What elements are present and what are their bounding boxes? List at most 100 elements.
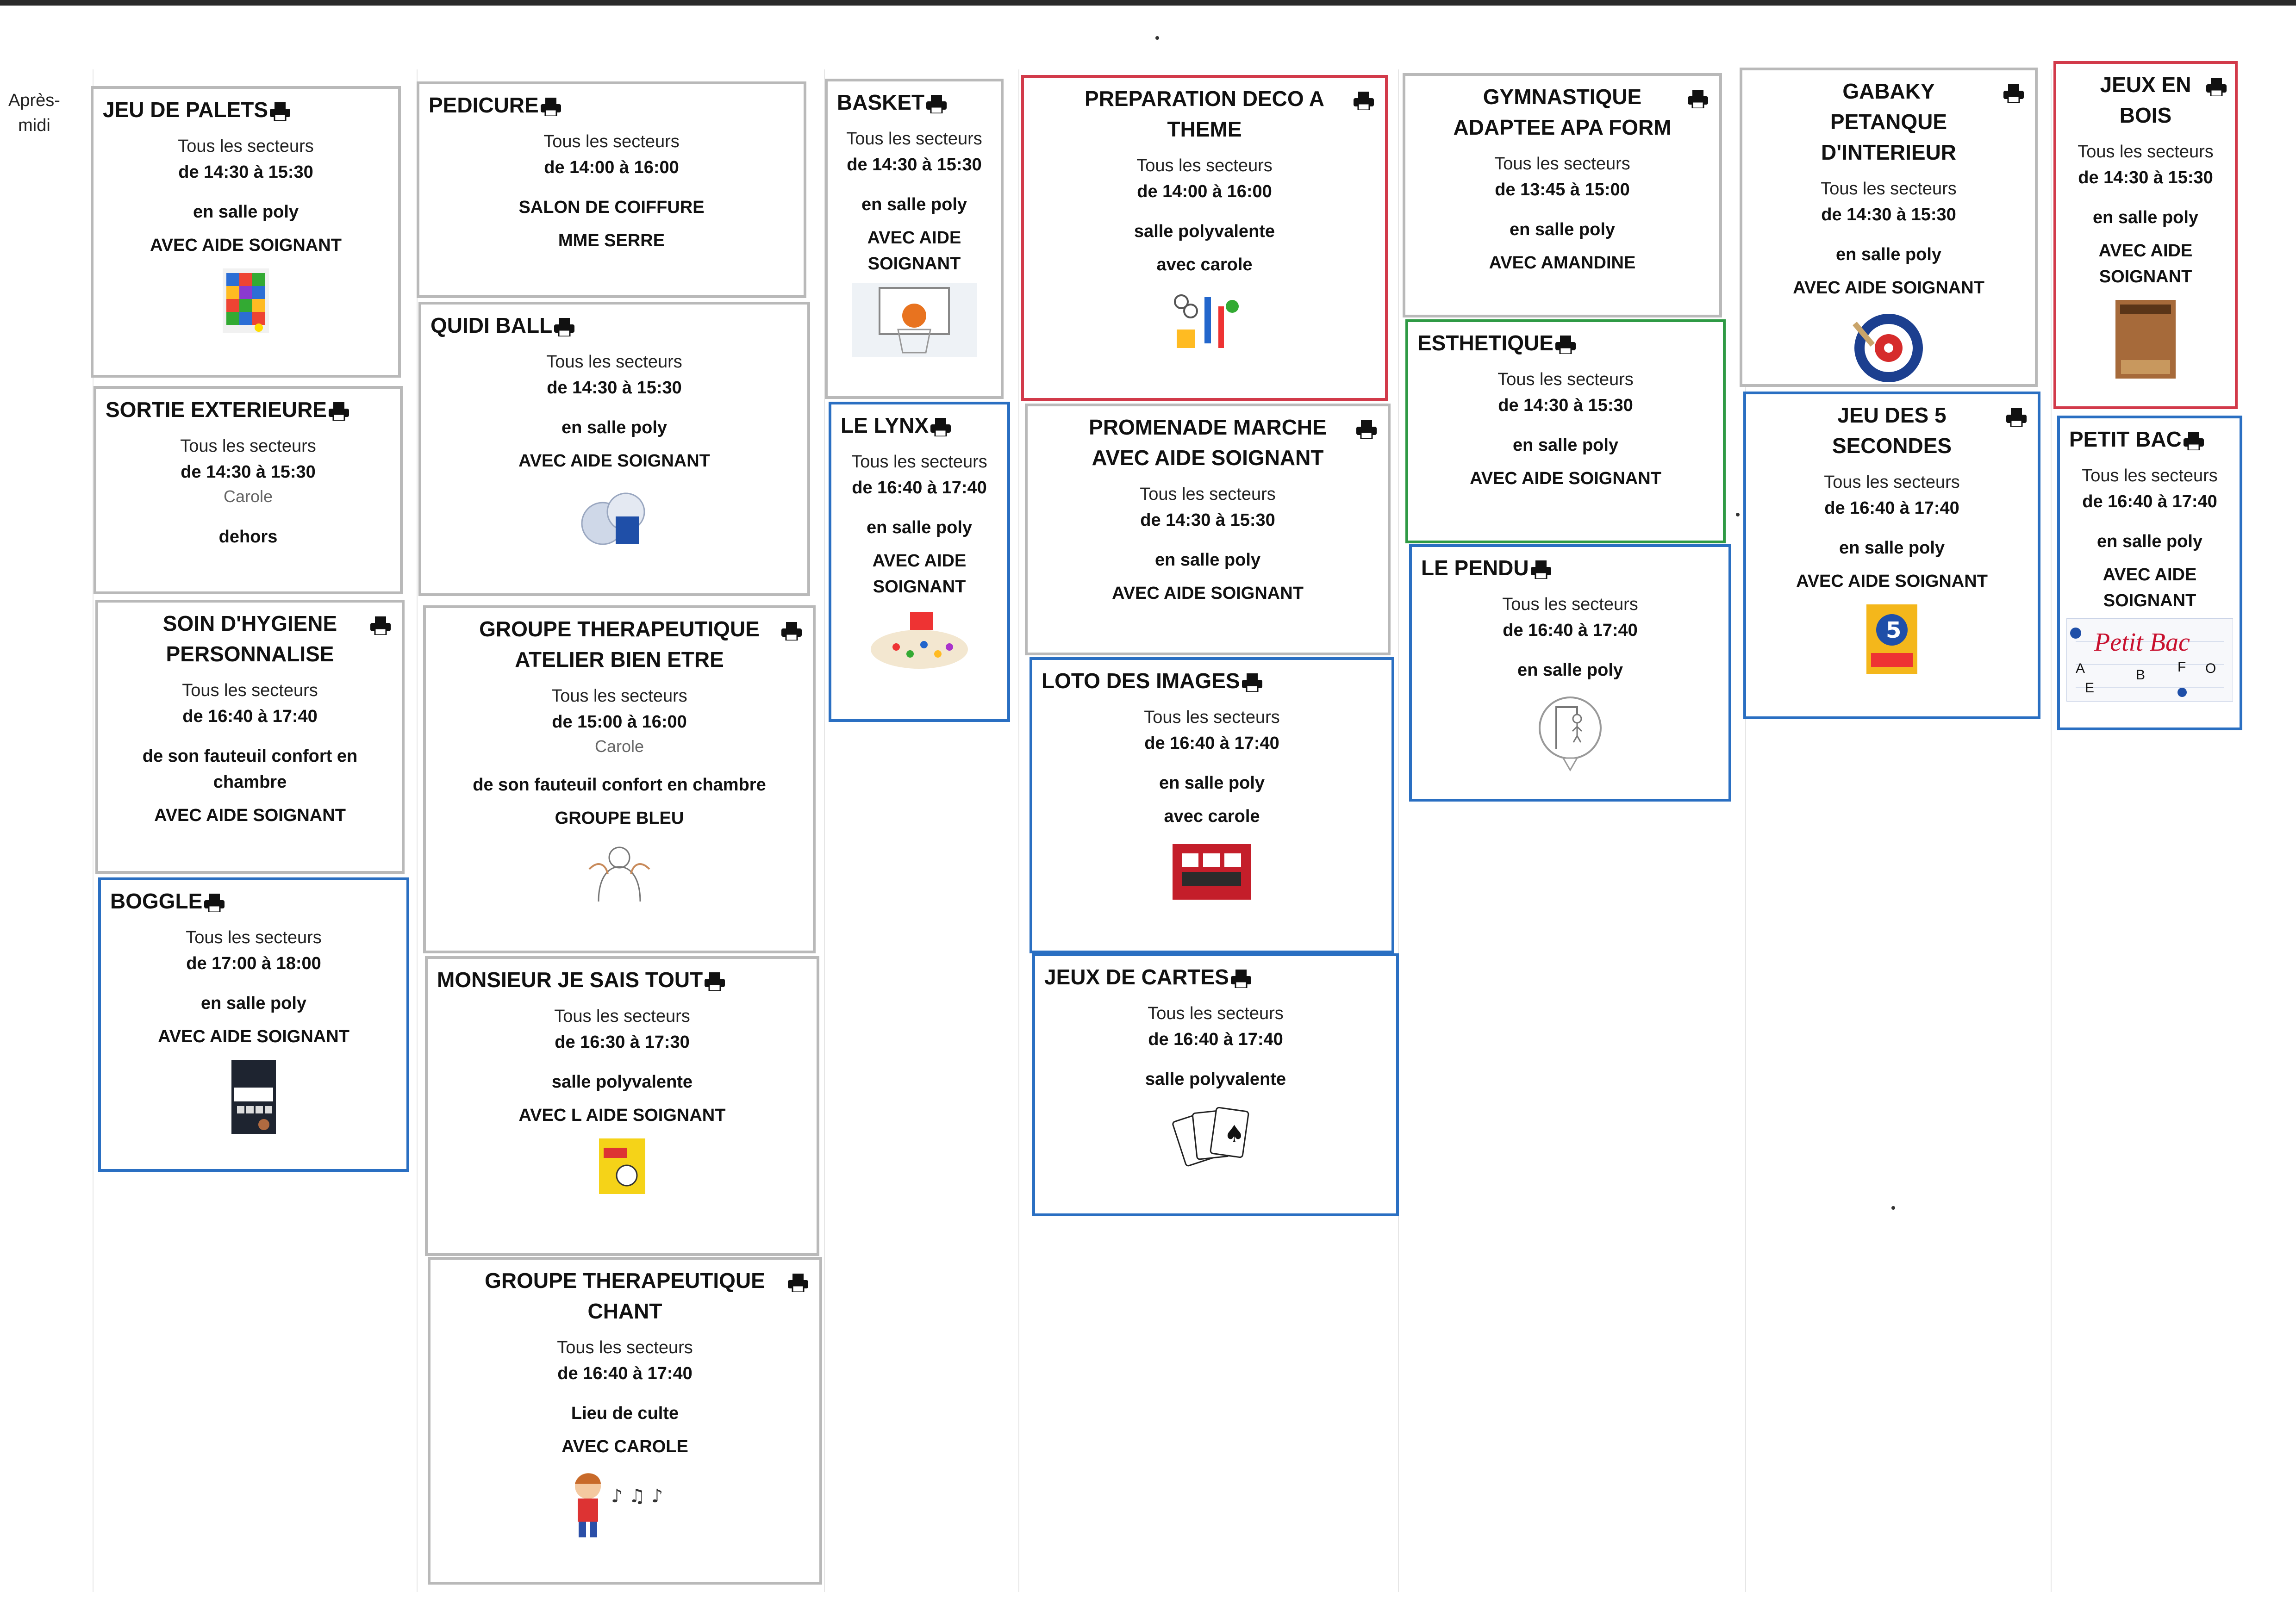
column-divider: [1398, 69, 1399, 1592]
svg-text:♠: ♠: [1224, 1120, 1245, 1147]
card-location: de son fauteuil confort en chambre: [142, 746, 358, 792]
card-title: LOTO DES IMAGES: [1032, 660, 1391, 696]
card-pedicure[interactable]: PEDICURE Tous les secteurs de 14:00 à 16…: [417, 81, 806, 298]
card-location: dehors: [218, 527, 278, 547]
card-jeux-de-cartes[interactable]: JEUX DE CARTES Tous les secteurs de 16:4…: [1032, 953, 1399, 1216]
card-title: LE LYNX: [831, 404, 1007, 441]
card-loto-des-images[interactable]: LOTO DES IMAGES Tous les secteurs de 16:…: [1029, 657, 1394, 953]
printer-icon[interactable]: [1687, 90, 1709, 108]
card-time: de 16:40 à 17:40: [557, 1364, 693, 1383]
printer-icon[interactable]: [780, 622, 803, 640]
card-sortie-exterieure[interactable]: SORTIE EXTERIEURE Tous les secteurs de 1…: [94, 386, 403, 594]
card-sectors: Tous les secteurs: [1497, 370, 1634, 389]
card-monsieur-je-sais-tout[interactable]: MONSIEUR JE SAIS TOUT Tous les secteurs …: [425, 956, 819, 1256]
card-staff: AVEC AIDE SOIGNANT: [872, 551, 967, 597]
printer-icon[interactable]: [1554, 335, 1577, 354]
period-label: Après- midi: [2, 88, 67, 138]
svg-text:A: A: [2076, 661, 2085, 676]
column-divider: [1018, 69, 1019, 1592]
printer-icon[interactable]: [269, 102, 291, 121]
card-jeu-des-5-secondes[interactable]: JEU DES 5 SECONDES Tous les secteurs de …: [1743, 392, 2040, 719]
card-jeu-de-palets[interactable]: JEU DE PALETS Tous les secteurs de 14:30…: [91, 86, 401, 378]
printer-icon[interactable]: [328, 402, 350, 421]
printer-icon[interactable]: [553, 317, 575, 336]
card-location: en salle poly: [1835, 245, 1942, 264]
card-sectors: Tous les secteurs: [1494, 154, 1630, 174]
printer-icon[interactable]: [1230, 969, 1252, 988]
card-sectors: Tous les secteurs: [1140, 485, 1276, 504]
card-preparation-deco[interactable]: PREPARATION DECO A THEME Tous les secteu…: [1021, 75, 1388, 401]
card-time: de 15:00 à 16:00: [552, 712, 687, 732]
card-basket[interactable]: BASKET Tous les secteurs de 14:30 à 15:3…: [825, 79, 1004, 399]
printer-icon[interactable]: [787, 1274, 809, 1292]
printer-icon[interactable]: [2205, 78, 2227, 96]
card-title: PROMENADE MARCHE AVEC AIDE SOIGNANT: [1089, 415, 1327, 470]
card-staff: AVEC AIDE SOIGNANT: [518, 451, 710, 471]
card-promenade-marche[interactable]: PROMENADE MARCHE AVEC AIDE SOIGNANT Tous…: [1025, 404, 1391, 655]
card-staff: AVEC AIDE SOIGNANT: [1793, 278, 1984, 298]
card-staff: AVEC AIDE SOIGNANT: [1112, 584, 1304, 603]
card-location: salle polyvalente: [1145, 1070, 1286, 1089]
card-time: de 16:40 à 17:40: [1148, 1030, 1283, 1049]
printer-icon[interactable]: [369, 616, 392, 635]
card-time: de 16:40 à 17:40: [182, 707, 318, 726]
card-title: ESTHETIQUE: [1408, 322, 1723, 358]
period-label-line: Après-: [8, 91, 60, 110]
printer-icon[interactable]: [1355, 420, 1378, 439]
card-sectors: Tous les secteurs: [2078, 142, 2214, 162]
card-staff: AVEC CAROLE: [562, 1437, 688, 1456]
card-soin-hygiene[interactable]: SOIN D'HYGIENE PERSONNALISE Tous les sec…: [95, 600, 405, 874]
card-location: en salle poly: [1839, 538, 1945, 558]
card-sectors: Tous les secteurs: [557, 1338, 693, 1357]
card-title: BASKET: [828, 81, 1001, 118]
printer-icon[interactable]: [925, 94, 948, 113]
card-boggle[interactable]: BOGGLE Tous les secteurs de 17:00 à 18:0…: [98, 877, 409, 1172]
card-title: SOIN D'HYGIENE PERSONNALISE: [162, 611, 337, 666]
card-gabaky-petanque[interactable]: GABAKY PETANQUE D'INTERIEUR Tous les sec…: [1740, 68, 2038, 387]
craft-tools-icon: [1174, 294, 1239, 348]
card-jeux-en-bois[interactable]: JEUX EN BOIS Tous les secteurs de 14:30 …: [2053, 61, 2238, 409]
card-chant[interactable]: GROUPE THERAPEUTIQUE CHANT Tous les sect…: [428, 1257, 822, 1585]
card-title: JEUX EN BOIS: [2100, 73, 2191, 127]
card-gymnastique[interactable]: GYMNASTIQUE ADAPTEE APA FORM Tous les se…: [1403, 73, 1722, 317]
card-title: MONSIEUR JE SAIS TOUT: [428, 959, 817, 995]
card-title: SORTIE EXTERIEURE: [96, 389, 400, 425]
printer-icon[interactable]: [540, 97, 562, 116]
printer-icon[interactable]: [704, 972, 726, 991]
svg-text:Petit Bac: Petit Bac: [2094, 628, 2190, 657]
card-le-lynx[interactable]: LE LYNX Tous les secteurs de 16:40 à 17:…: [829, 402, 1010, 722]
printer-icon[interactable]: [930, 417, 952, 436]
card-staff: AVEC AIDE SOIGNANT: [150, 236, 342, 255]
card-location: en salle poly: [1154, 550, 1261, 570]
printer-icon[interactable]: [1241, 673, 1263, 692]
card-time: de 16:40 à 17:40: [1503, 621, 1638, 640]
printer-icon[interactable]: [2005, 408, 2028, 427]
target-board-icon: [1853, 314, 1923, 382]
card-time: de 13:45 à 15:00: [1495, 180, 1630, 199]
svg-text:F: F: [2177, 659, 2186, 675]
card-sectors: Tous les secteurs: [851, 452, 987, 472]
card-petit-bac[interactable]: PETIT BAC Tous les secteurs de 16:40 à 1…: [2057, 416, 2242, 730]
card-sectors: Tous les secteurs: [1144, 708, 1280, 727]
card-time: de 14:30 à 15:30: [181, 462, 316, 482]
card-staff: AVEC AMANDINE: [1489, 253, 1636, 273]
printer-icon[interactable]: [2183, 431, 2205, 450]
card-time: de 16:40 à 17:40: [2082, 492, 2217, 511]
balls-icon: [581, 492, 645, 545]
card-atelier-bien-etre[interactable]: GROUPE THERAPEUTIQUE ATELIER BIEN ETRE T…: [423, 605, 816, 953]
printer-icon[interactable]: [2003, 84, 2025, 103]
numbered-palets-board-icon: [223, 268, 269, 333]
card-sectors: Tous les secteurs: [551, 686, 687, 706]
printer-icon[interactable]: [1353, 92, 1375, 110]
card-staff: AVEC AIDE SOIGNANT: [1796, 572, 1988, 591]
massage-icon: [588, 846, 650, 902]
card-esthetique[interactable]: ESTHETIQUE Tous les secteurs de 14:30 à …: [1405, 319, 1726, 543]
card-quidi-ball[interactable]: QUIDI BALL Tous les secteurs de 14:30 à …: [418, 302, 810, 596]
printer-icon[interactable]: [203, 893, 225, 912]
card-time: de 14:30 à 15:30: [1821, 205, 1956, 224]
card-staff: AVEC L AIDE SOIGNANT: [518, 1106, 726, 1125]
card-le-pendu[interactable]: LE PENDU Tous les secteurs de 16:40 à 17…: [1409, 544, 1731, 802]
printer-icon[interactable]: [1530, 560, 1552, 579]
card-animator: Carole: [594, 737, 644, 756]
card-title: GROUPE THERAPEUTIQUE CHANT: [485, 1269, 765, 1323]
